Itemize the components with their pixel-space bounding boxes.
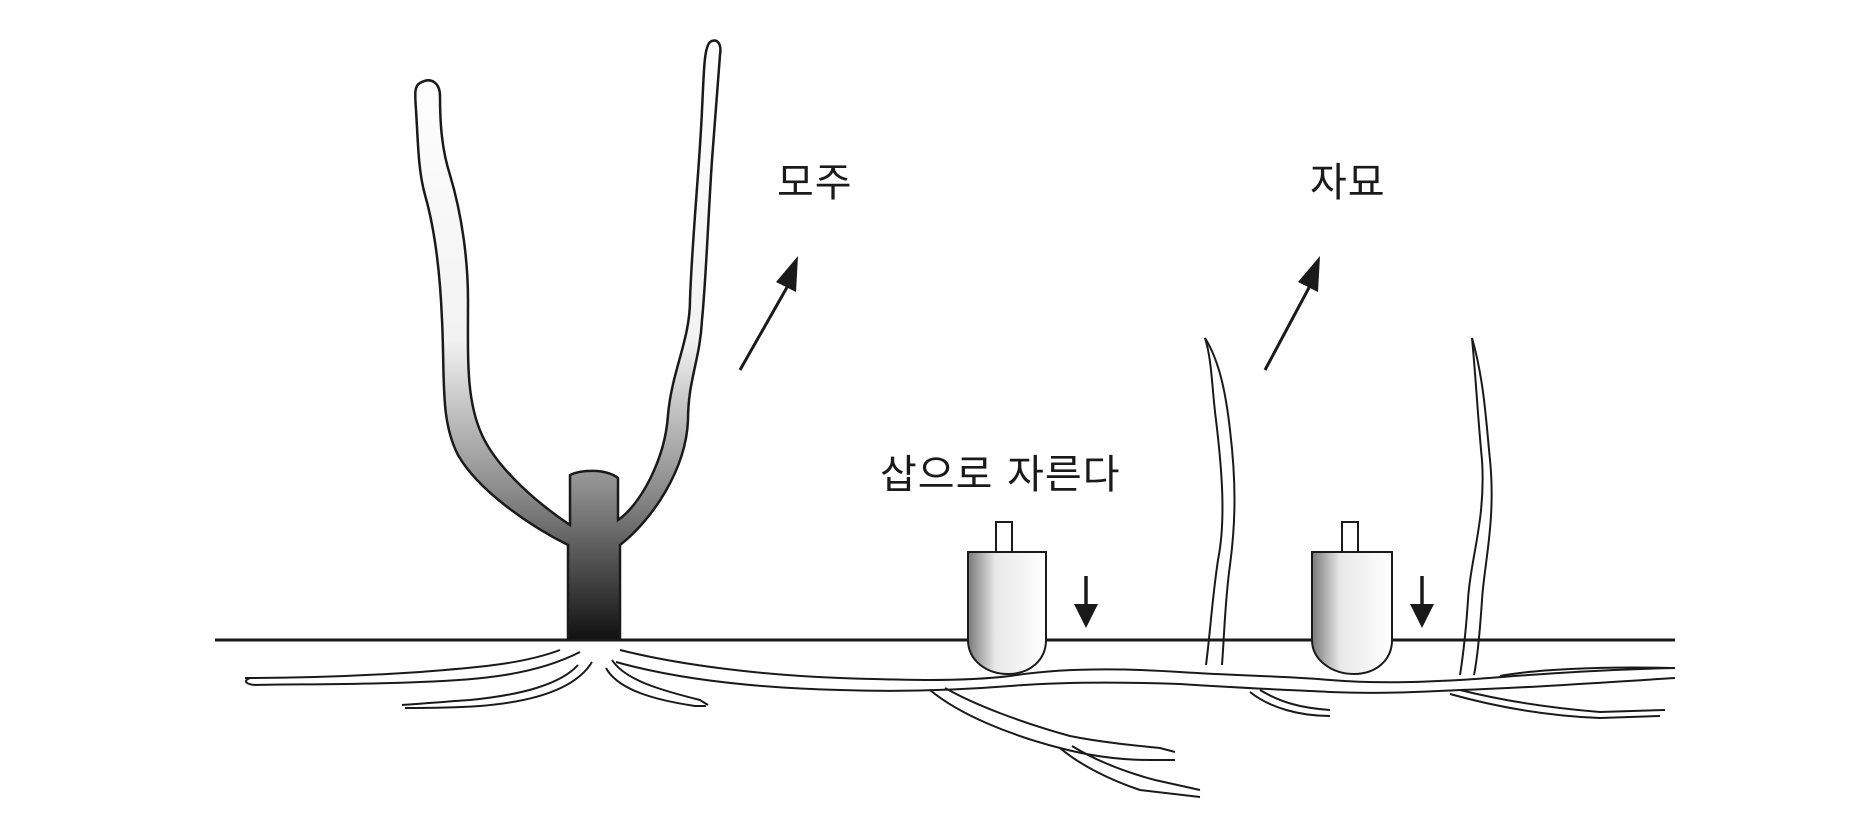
cut-with-shovel-label: 삽으로 자른다 (880, 452, 1121, 498)
arrow-up-daughter-icon (1263, 256, 1320, 371)
daughter-plant-right (1459, 337, 1493, 676)
shovel-left-icon (967, 521, 1047, 676)
daughter-plant-label: 자묘 (1310, 160, 1386, 206)
arrow-up-mother-icon (738, 256, 798, 371)
mother-roots (244, 649, 709, 709)
arrow-down-left-icon (1074, 576, 1098, 628)
shovel-right-icon (1311, 521, 1393, 676)
mother-plant (413, 39, 722, 642)
runner-root (615, 649, 1676, 798)
arrow-down-right-icon (1410, 576, 1434, 628)
daughter-plant-left (1204, 337, 1236, 666)
mother-plant-label: 모주 (777, 160, 853, 206)
